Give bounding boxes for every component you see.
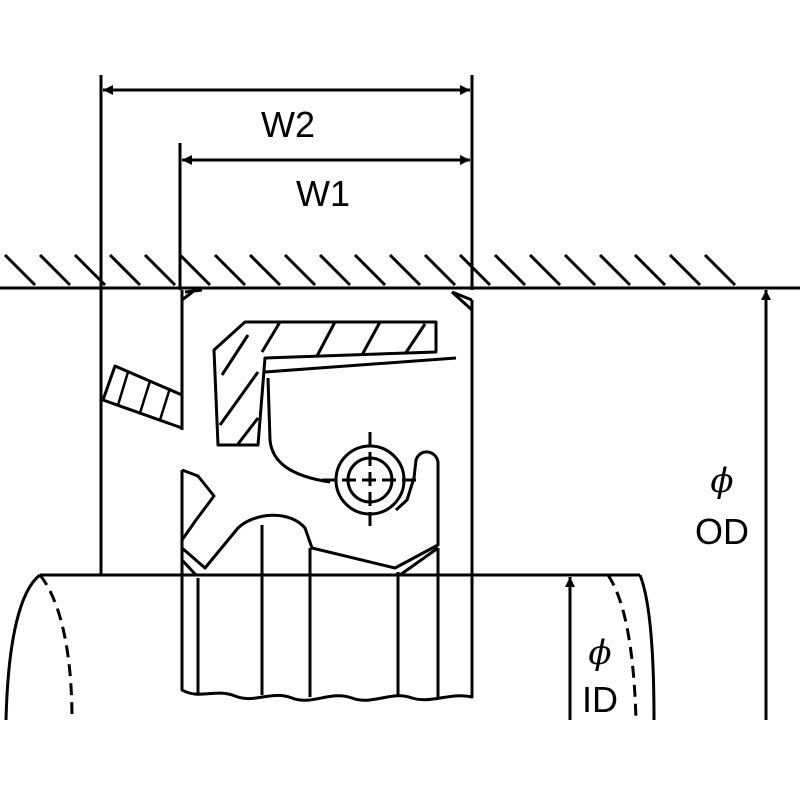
garter-spring bbox=[322, 432, 418, 528]
metal-case-outline bbox=[212, 320, 438, 447]
w2-label: W2 bbox=[261, 104, 315, 145]
shaft-right-end bbox=[638, 574, 656, 721]
w1-label: W1 bbox=[296, 173, 350, 214]
shaft bbox=[4, 573, 656, 721]
shaft-right-hidden bbox=[606, 574, 638, 721]
dimension-w2: W2 bbox=[103, 85, 470, 145]
shaft-left-hidden bbox=[38, 574, 74, 721]
extension-lines bbox=[99, 75, 474, 576]
metal-case-hatching bbox=[218, 321, 427, 445]
metal-case bbox=[212, 320, 457, 447]
dimension-od: ϕ OD bbox=[695, 290, 771, 720]
id-label: ID bbox=[582, 679, 618, 720]
id-phi-symbol: ϕ bbox=[588, 633, 611, 673]
od-phi-symbol: ϕ bbox=[710, 461, 733, 501]
shaft-left-end bbox=[4, 573, 41, 721]
seal-body bbox=[101, 288, 474, 702]
od-label: OD bbox=[695, 511, 749, 552]
housing-hatching bbox=[3, 253, 737, 287]
seal-inner-contour bbox=[180, 450, 440, 570]
housing-surface bbox=[0, 253, 800, 290]
dimension-w1: W1 bbox=[182, 155, 470, 214]
dust-lip bbox=[101, 364, 184, 430]
seal-top-chamfer-right bbox=[450, 290, 474, 312]
dimension-id: ϕ ID bbox=[565, 577, 618, 720]
